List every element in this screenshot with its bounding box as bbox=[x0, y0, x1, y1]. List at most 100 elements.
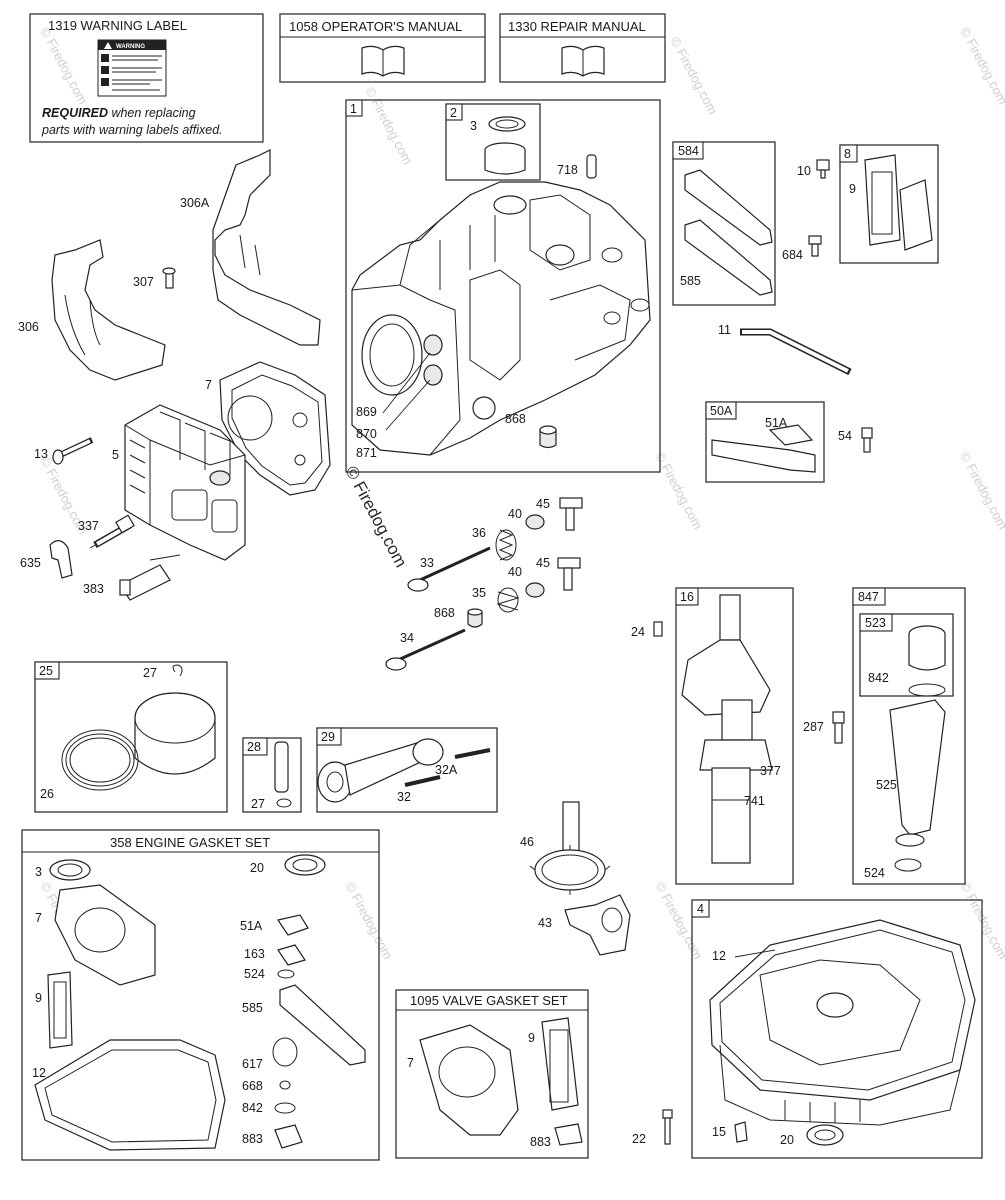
part-label: 525 bbox=[876, 778, 897, 792]
part-label: 26 bbox=[40, 787, 54, 801]
head-gasket-icon bbox=[419, 1024, 519, 1136]
part-label: 163 bbox=[244, 947, 265, 961]
head-gasket-icon bbox=[54, 884, 156, 986]
part-label: 34 bbox=[400, 631, 414, 645]
part-label: 287 bbox=[803, 720, 824, 734]
o-ring-icon bbox=[279, 1080, 291, 1090]
seal-icon bbox=[284, 854, 326, 876]
bushing-icon bbox=[484, 142, 526, 175]
part-label: 871 bbox=[356, 446, 377, 460]
rocker-cover-icon bbox=[864, 154, 933, 251]
part-label: 868 bbox=[505, 412, 526, 426]
part-label: 51A bbox=[765, 416, 788, 430]
key-24-icon bbox=[653, 621, 663, 637]
plug-15-icon bbox=[734, 1121, 748, 1143]
air-guide-306-icon bbox=[51, 239, 166, 381]
watermark-faint: © Firedog.com bbox=[37, 24, 90, 106]
screw-287-icon bbox=[832, 711, 845, 744]
box-tag: 8 bbox=[844, 147, 851, 161]
box-tag: 523 bbox=[865, 616, 886, 630]
seal-icon bbox=[488, 116, 526, 132]
gasket-icon bbox=[554, 1123, 583, 1146]
part-label: 7 bbox=[407, 1056, 414, 1070]
required-line-2: parts with warning labels affixed. bbox=[41, 123, 223, 137]
manual-book-icon bbox=[361, 45, 405, 77]
gasket-icon bbox=[47, 971, 73, 1049]
governor-43-icon bbox=[564, 894, 631, 956]
part-label: 307 bbox=[133, 275, 154, 289]
part-label: 668 bbox=[242, 1079, 263, 1093]
watermark: © Firedog.com bbox=[341, 463, 410, 571]
part-label: 45 bbox=[536, 497, 550, 511]
cylinder-head-icon bbox=[124, 404, 246, 561]
dipstick-tube-11-icon bbox=[740, 328, 852, 376]
required-rest: when replacing bbox=[108, 106, 196, 120]
dipstick-box: 847 523 842 525 524 bbox=[852, 587, 966, 885]
part-label: 32A bbox=[435, 763, 458, 777]
bolt-22-icon bbox=[662, 1109, 673, 1145]
connecting-rod-icon bbox=[317, 738, 444, 803]
part-label: 842 bbox=[868, 671, 889, 685]
part-label: 12 bbox=[32, 1066, 46, 1080]
valve-seal-icon bbox=[467, 608, 483, 628]
screw-307-icon bbox=[162, 267, 176, 289]
seal-icon bbox=[806, 1124, 844, 1146]
piston-icon bbox=[134, 692, 216, 775]
part-label: 27 bbox=[143, 666, 157, 680]
part-label: 35 bbox=[472, 586, 486, 600]
part-label: 46 bbox=[520, 835, 534, 849]
part-label: 383 bbox=[83, 582, 104, 596]
watermark-faint: © Firedog.com bbox=[652, 879, 705, 961]
part-label: 883 bbox=[530, 1135, 551, 1149]
gasket-icon bbox=[541, 1017, 579, 1111]
spark-boot-icon bbox=[49, 540, 73, 579]
part-label: 617 bbox=[242, 1057, 263, 1071]
part-label: 524 bbox=[864, 866, 885, 880]
rod-box: 29 32A 32 bbox=[316, 727, 498, 813]
screw-10-icon bbox=[816, 159, 830, 179]
wrist-pin-icon bbox=[274, 741, 289, 793]
part-label: 337 bbox=[78, 519, 99, 533]
pin-box: 28 27 bbox=[242, 737, 302, 813]
screw-54-icon bbox=[861, 427, 873, 453]
part-label: 51A bbox=[240, 919, 263, 933]
part-label: 842 bbox=[242, 1101, 263, 1115]
rod-bolt-icon bbox=[404, 775, 441, 787]
spring-icon bbox=[495, 529, 517, 561]
part-label: 7 bbox=[205, 378, 212, 392]
watermark-faint: © Firedog.com bbox=[957, 449, 1005, 531]
warning-label-box: 1319 WARNING LABEL WARNING REQUIRED when… bbox=[29, 13, 264, 143]
svg-text:REQUIRED when replacing: REQUIRED when replacing bbox=[42, 106, 196, 120]
gasket-icon bbox=[277, 944, 306, 966]
o-ring-icon bbox=[272, 1037, 298, 1067]
tappet-icon bbox=[559, 497, 583, 531]
required-word: REQUIRED bbox=[42, 106, 108, 120]
valve-gasket-set-title: 1095 VALVE GASKET SET bbox=[410, 993, 568, 1008]
valve-seal-icon bbox=[539, 425, 557, 449]
box-tag: 16 bbox=[680, 590, 694, 604]
box-tag: 29 bbox=[321, 730, 335, 744]
retainer-icon bbox=[525, 582, 545, 598]
gasket-584-box: 584 585 bbox=[672, 141, 776, 306]
box-tag: 28 bbox=[247, 740, 261, 754]
part-label: 32 bbox=[397, 790, 411, 804]
valve-34-icon bbox=[385, 628, 466, 671]
box-tag: 25 bbox=[39, 664, 53, 678]
box-tag: 847 bbox=[858, 590, 879, 604]
crankshaft-icon bbox=[681, 594, 773, 864]
part-label: 585 bbox=[242, 1001, 263, 1015]
part-label: 868 bbox=[434, 606, 455, 620]
part-label: 12 bbox=[712, 949, 726, 963]
o-ring-icon bbox=[277, 969, 295, 979]
part-label: 377 bbox=[760, 764, 781, 778]
part-label: 718 bbox=[557, 163, 578, 177]
repair-manual-box: 1330 REPAIR MANUAL bbox=[499, 13, 666, 83]
sump-box: 4 12 15 20 bbox=[691, 899, 983, 1159]
part-label: 306 bbox=[18, 320, 39, 334]
valve-33-icon bbox=[407, 546, 491, 592]
part-label: 3 bbox=[470, 119, 477, 133]
watermark-faint: © Firedog.com bbox=[667, 34, 720, 116]
spark-plug-icon bbox=[89, 514, 135, 549]
part-label: 7 bbox=[35, 911, 42, 925]
cylinder-assembly-box: 1 2 3 718 bbox=[345, 99, 661, 473]
